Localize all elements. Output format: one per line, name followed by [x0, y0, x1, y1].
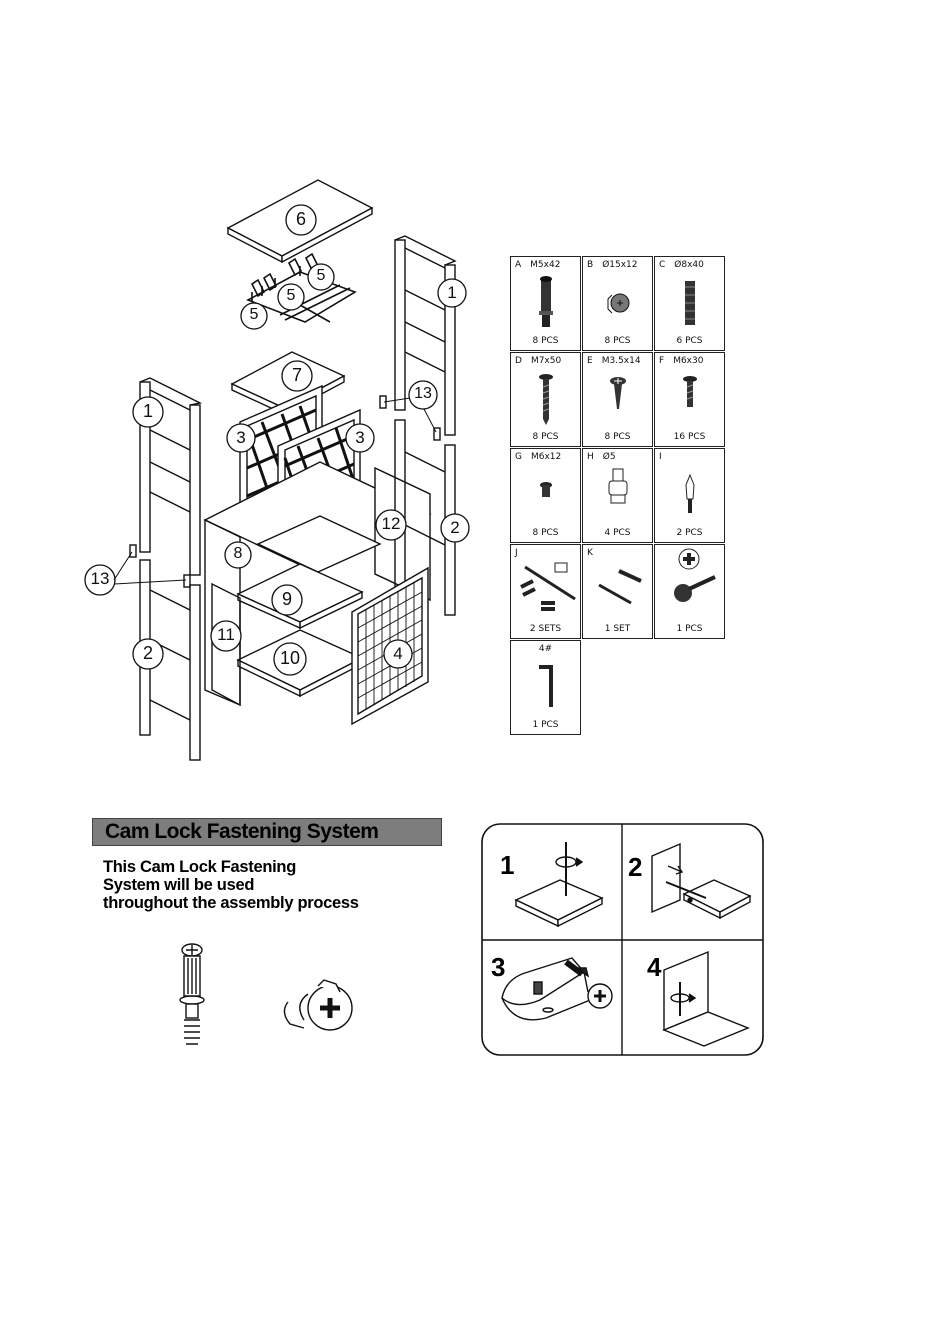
cam-lock-icon: [583, 271, 654, 331]
hardware-item-c: C Ø8x40 6 PCS: [654, 256, 725, 351]
part-label-2: 2: [140, 643, 156, 664]
hardware-code: H: [587, 452, 594, 462]
hardware-qty: 8 PCS: [511, 336, 580, 346]
allen-key-icon: [511, 655, 582, 715]
hardware-qty: 1 PCS: [655, 624, 724, 634]
hardware-item-f: F M6x30 16 PCS: [654, 352, 725, 447]
hardware-code: I: [659, 452, 662, 462]
cam-lock-parts-illustration: [150, 936, 380, 1056]
hardware-item-allen-key: 4# 1 PCS: [510, 640, 581, 735]
hardware-item-b: B Ø15x12 8 PCS: [582, 256, 653, 351]
hardware-qty: 16 PCS: [655, 432, 724, 442]
hardware-spec: M5x42: [530, 260, 560, 270]
hardware-qty: 8 PCS: [583, 432, 652, 442]
bracket-set-icon: [583, 559, 654, 619]
part-label-10: 10: [277, 648, 303, 669]
wooden-dowel-icon: [655, 271, 726, 331]
hardware-code: J: [515, 548, 518, 558]
part-label-11: 11: [214, 625, 238, 645]
anti-tip-kit-icon: [511, 559, 582, 619]
exploded-view-diagram: [0, 0, 934, 800]
cam-lock-description-line: This Cam Lock Fastening: [103, 858, 423, 876]
part-label-13: 13: [411, 385, 435, 403]
part-label-1: 1: [140, 401, 156, 422]
hardware-qty: 6 PCS: [655, 336, 724, 346]
hardware-item-k: K 1 SET: [582, 544, 653, 639]
foot-pad-icon: [583, 463, 654, 523]
step-number: 1: [500, 850, 514, 881]
hardware-item-e: E M3.5x14 8 PCS: [582, 352, 653, 447]
hardware-qty: 1 SET: [583, 624, 652, 634]
cam-lock-steps-panel: [480, 822, 766, 1058]
hardware-qty: 8 PCS: [511, 528, 580, 538]
left-ladder-frame: [140, 378, 200, 760]
short-bolt-icon: [511, 463, 582, 523]
hardware-spec: M3.5x14: [602, 356, 641, 366]
hardware-code: A: [515, 260, 521, 270]
hardware-code: F: [659, 356, 664, 366]
shelf-pin-icon: [655, 463, 726, 523]
hardware-spec: Ø15x12: [602, 260, 637, 270]
part-label-6: 6: [293, 209, 309, 230]
hardware-spec: 4#: [539, 644, 552, 654]
hardware-item-a: A M5x42 8 PCS: [510, 256, 581, 351]
cam-lock-icon: [284, 980, 352, 1030]
part-label-1: 1: [444, 283, 460, 303]
hardware-qty: 2 PCS: [655, 528, 724, 538]
part-label-7: 7: [289, 365, 305, 386]
hardware-code: B: [587, 260, 593, 270]
hardware-code: G: [515, 452, 522, 462]
part-label-3: 3: [352, 428, 368, 448]
part-label-9: 9: [279, 589, 295, 610]
step-number: 3: [491, 952, 505, 983]
hardware-spec: M6x30: [673, 356, 703, 366]
part-label-5: 5: [313, 267, 329, 285]
hardware-spec: M7x50: [531, 356, 561, 366]
step-number: 2: [628, 852, 642, 883]
hardware-spec: Ø5: [603, 452, 616, 462]
hardware-item-screwdriver: 1 PCS: [654, 544, 725, 639]
hardware-spec: Ø8x40: [674, 260, 704, 270]
cam-bolt-icon: [511, 271, 582, 331]
hardware-item-h: H Ø5 4 PCS: [582, 448, 653, 543]
long-screw-icon: [511, 367, 582, 427]
part-label-13: 13: [88, 569, 112, 589]
hardware-qty: 2 SETS: [511, 624, 580, 634]
part-label-4: 4: [390, 644, 406, 664]
hardware-code: C: [659, 260, 665, 270]
cam-lock-description-line: throughout the assembly process: [103, 894, 423, 912]
hardware-item-i: I 2 PCS: [654, 448, 725, 543]
hardware-item-j: J 2 SETS: [510, 544, 581, 639]
part-label-2: 2: [447, 518, 463, 538]
wood-screw-icon: [583, 367, 654, 427]
screwdriver-icon: [655, 547, 726, 607]
part-label-5: 5: [246, 306, 262, 324]
part-label-12: 12: [379, 514, 403, 534]
cam-lock-description-line: System will be used: [103, 876, 423, 894]
hardware-qty: 1 PCS: [511, 720, 580, 730]
hardware-item-g: G M6x12 8 PCS: [510, 448, 581, 543]
part-label-3: 3: [233, 428, 249, 448]
part-label-5: 5: [283, 287, 299, 305]
hardware-qty: 8 PCS: [583, 336, 652, 346]
hardware-code: K: [587, 548, 593, 558]
hardware-qty: 4 PCS: [583, 528, 652, 538]
machine-bolt-icon: [655, 367, 726, 427]
cam-lock-title: Cam Lock Fastening System: [105, 820, 378, 844]
part-label-8: 8: [230, 545, 246, 563]
hardware-qty: 8 PCS: [511, 432, 580, 442]
hardware-item-d: D M7x50 8 PCS: [510, 352, 581, 447]
step-number: 4: [647, 952, 661, 983]
hardware-code: D: [515, 356, 522, 366]
hardware-spec: M6x12: [531, 452, 561, 462]
cam-lock-banner: Cam Lock Fastening System: [92, 818, 442, 846]
cam-bolt-icon: [180, 944, 204, 1044]
cam-lock-description: This Cam Lock Fastening System will be u…: [103, 858, 423, 912]
hardware-code: E: [587, 356, 593, 366]
